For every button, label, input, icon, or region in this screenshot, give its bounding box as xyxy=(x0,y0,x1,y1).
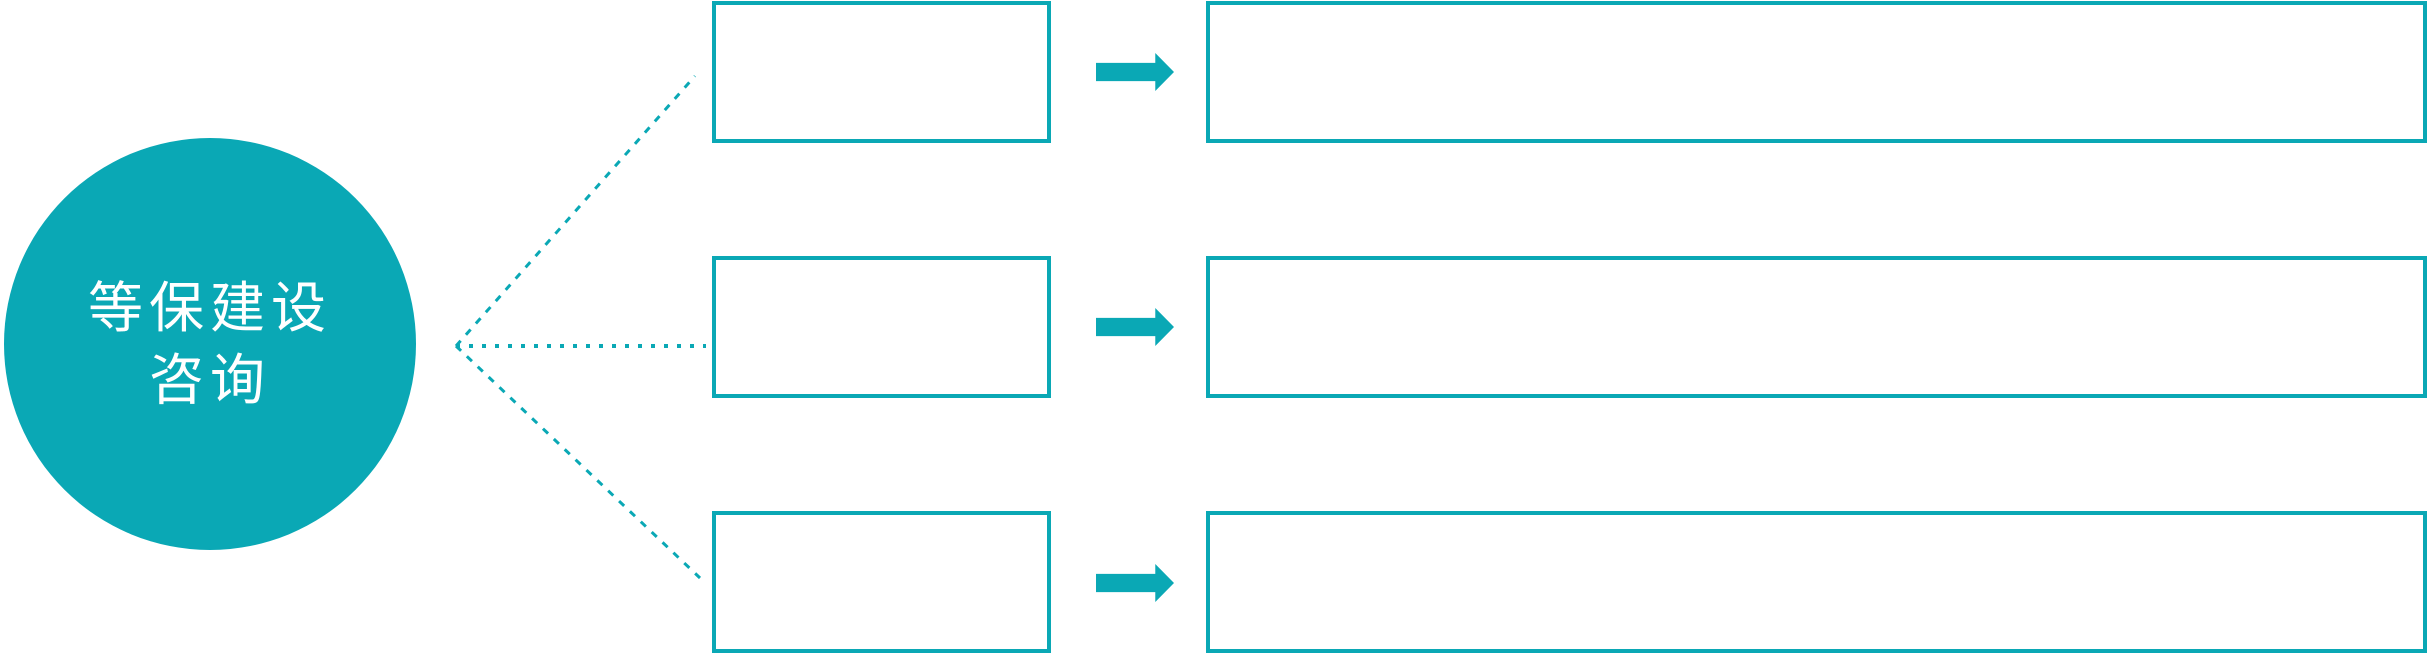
small-box-3-label xyxy=(716,515,1047,649)
connector-line-top xyxy=(454,75,697,347)
center-topic-label-line2: 咨询 xyxy=(148,348,271,412)
connector-line-bottom xyxy=(454,344,702,580)
small-box-1 xyxy=(712,1,1051,143)
large-box-3 xyxy=(1206,511,2427,653)
large-box-1-label xyxy=(1210,5,2423,139)
large-box-2-label xyxy=(1210,260,2423,394)
large-box-3-label xyxy=(1210,515,2423,649)
large-box-2 xyxy=(1206,256,2427,398)
small-box-2-label xyxy=(716,260,1047,394)
small-box-2 xyxy=(712,256,1051,398)
center-topic-label-line1: 等保建设 xyxy=(87,276,332,340)
large-box-1 xyxy=(1206,1,2427,143)
small-box-1-label xyxy=(716,5,1047,139)
center-topic-circle: 等保建设 咨询 xyxy=(4,138,416,550)
small-box-3 xyxy=(712,511,1051,653)
